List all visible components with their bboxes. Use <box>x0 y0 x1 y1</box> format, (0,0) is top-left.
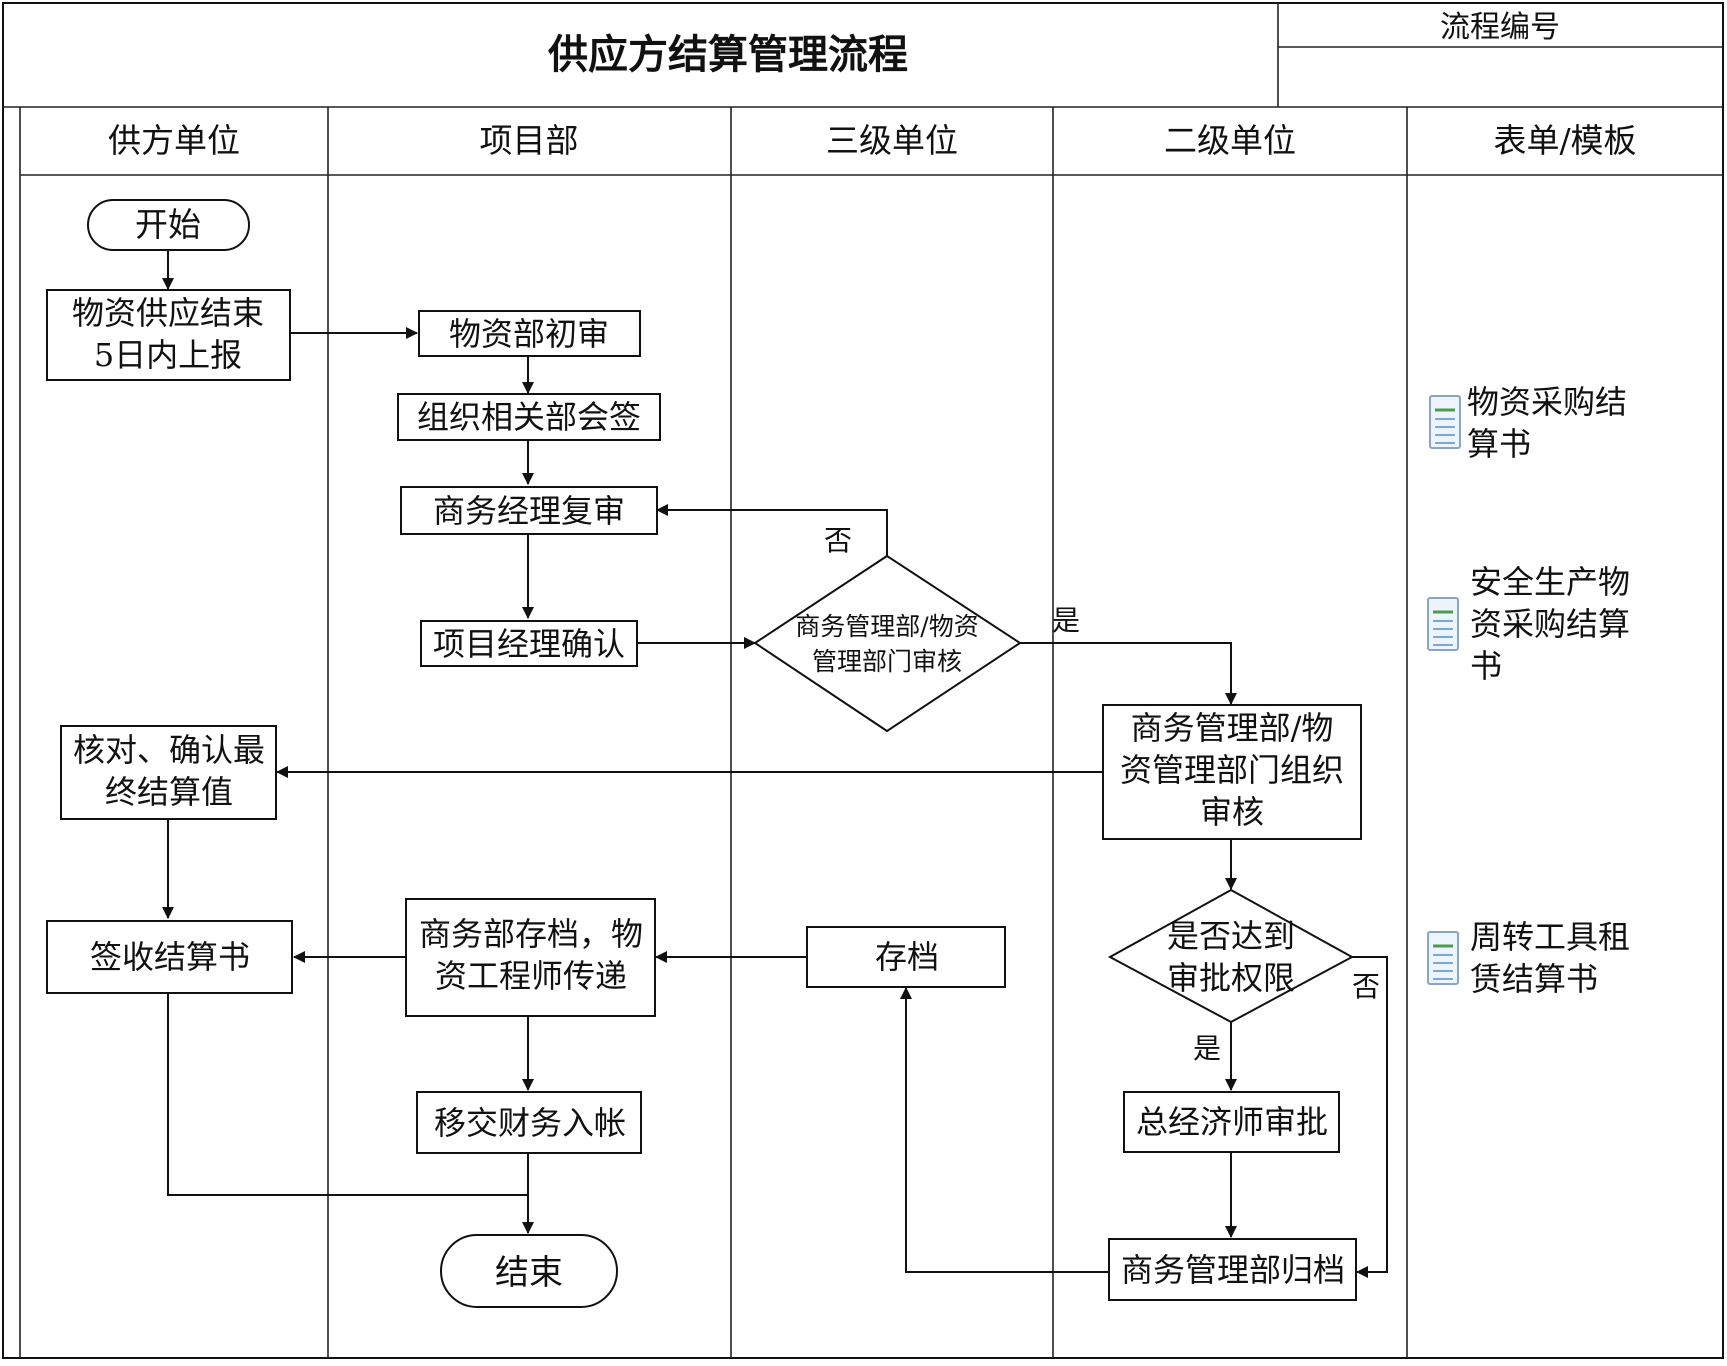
node-archive-label: 存档 <box>875 938 939 976</box>
node-sign-settlement <box>46 920 293 994</box>
node-supply-report-line-1: 物资供应结束 <box>72 294 264 332</box>
form-1-line-1: 物资采购结 <box>1467 383 1627 421</box>
edge-label-no-2: 否 <box>1352 970 1380 1003</box>
edge-label-yes-2: 是 <box>1193 1032 1221 1065</box>
node-organize-review-line-2: 资管理部门组织 <box>1120 751 1344 789</box>
form-1-line-2: 算书 <box>1467 425 1531 463</box>
form-spreadsheet-icon-2[interactable] <box>1427 597 1459 651</box>
node-business-manager-re-review-label: 商务经理复审 <box>433 492 625 530</box>
node-initial-review-label: 物资部初审 <box>449 315 609 353</box>
node-transfer-finance <box>416 1091 642 1154</box>
node-chief-economist-approval <box>1123 1091 1340 1153</box>
edge-filing-to-archive <box>900 987 1108 1273</box>
node-business-dept-filing-label: 商务管理部归档 <box>1121 1251 1345 1289</box>
form-2-line-3: 书 <box>1470 647 1502 685</box>
decision-approval-authority-line-2: 审批权限 <box>1167 959 1295 997</box>
node-organize-review-line-1: 商务管理部/物 <box>1131 709 1334 747</box>
node-archive-and-transmit <box>405 898 656 1017</box>
lane-header-project-dept: 项目部 <box>480 121 579 160</box>
edge-authority-no-to-filing <box>1352 956 1388 1278</box>
node-sign-settlement-label: 签收结算书 <box>90 938 250 976</box>
lane-header-secondary-unit: 二级单位 <box>1164 121 1296 160</box>
node-business-manager-re-review <box>400 486 658 535</box>
end-label: 结束 <box>495 1253 563 1293</box>
process-no-label: 流程编号 <box>1440 10 1560 45</box>
node-archive <box>806 926 1006 988</box>
edge-label-yes-1: 是 <box>1052 604 1080 637</box>
decision-dept-review-line-2: 管理部门审核 <box>812 647 962 676</box>
node-organize-review-line-3: 审核 <box>1200 793 1264 831</box>
form-3-line-2: 赁结算书 <box>1470 960 1598 998</box>
node-archive-and-transmit-line-1: 商务部存档，物 <box>419 915 643 953</box>
node-countersign <box>397 393 661 441</box>
lane-header-tertiary-unit: 三级单位 <box>826 121 958 160</box>
page-title: 供应方结算管理流程 <box>548 32 908 78</box>
form-spreadsheet-icon-3[interactable] <box>1427 931 1459 985</box>
node-supply-report <box>46 289 291 381</box>
edge-sign-receipt-to-end <box>167 993 528 1196</box>
node-project-manager-confirm-label: 项目经理确认 <box>433 625 625 663</box>
node-verify-final-value <box>60 725 277 820</box>
form-2-line-2: 资采购结算 <box>1470 605 1630 643</box>
node-transfer-finance-label: 移交财务入帐 <box>434 1104 626 1142</box>
node-project-manager-confirm <box>420 620 638 667</box>
edge-label-no-1: 否 <box>824 524 852 557</box>
decision-approval-authority-line-1: 是否达到 <box>1167 917 1295 955</box>
node-chief-economist-approval-label: 总经济师审批 <box>1136 1103 1328 1141</box>
edge-dept-review-yes-to-organize <box>1020 642 1237 705</box>
node-organize-review <box>1102 704 1362 840</box>
node-verify-final-value-line-1: 核对、确认最 <box>73 731 265 769</box>
start-terminator <box>87 199 250 251</box>
start-label: 开始 <box>135 205 201 244</box>
decision-approval-authority <box>1107 888 1355 1024</box>
form-3-line-1: 周转工具租 <box>1470 918 1630 956</box>
edge-dept-review-no-to-re-review <box>656 504 888 556</box>
node-initial-review <box>418 310 641 357</box>
form-2-line-1: 安全生产物 <box>1470 563 1630 601</box>
lane-header-forms: 表单/模板 <box>1493 121 1636 160</box>
form-spreadsheet-icon-1[interactable] <box>1429 395 1461 449</box>
node-business-dept-filing <box>1108 1238 1357 1301</box>
node-supply-report-line-2: 5日内上报 <box>94 336 242 374</box>
node-archive-and-transmit-line-2: 资工程师传递 <box>435 957 627 995</box>
decision-dept-review <box>753 554 1022 733</box>
node-verify-final-value-line-2: 终结算值 <box>105 773 233 811</box>
lane-header-supplier: 供方单位 <box>108 121 240 160</box>
decision-dept-review-line-1: 商务管理部/物资 <box>795 612 978 641</box>
end-terminator <box>440 1234 618 1308</box>
node-countersign-label: 组织相关部会签 <box>417 398 641 436</box>
